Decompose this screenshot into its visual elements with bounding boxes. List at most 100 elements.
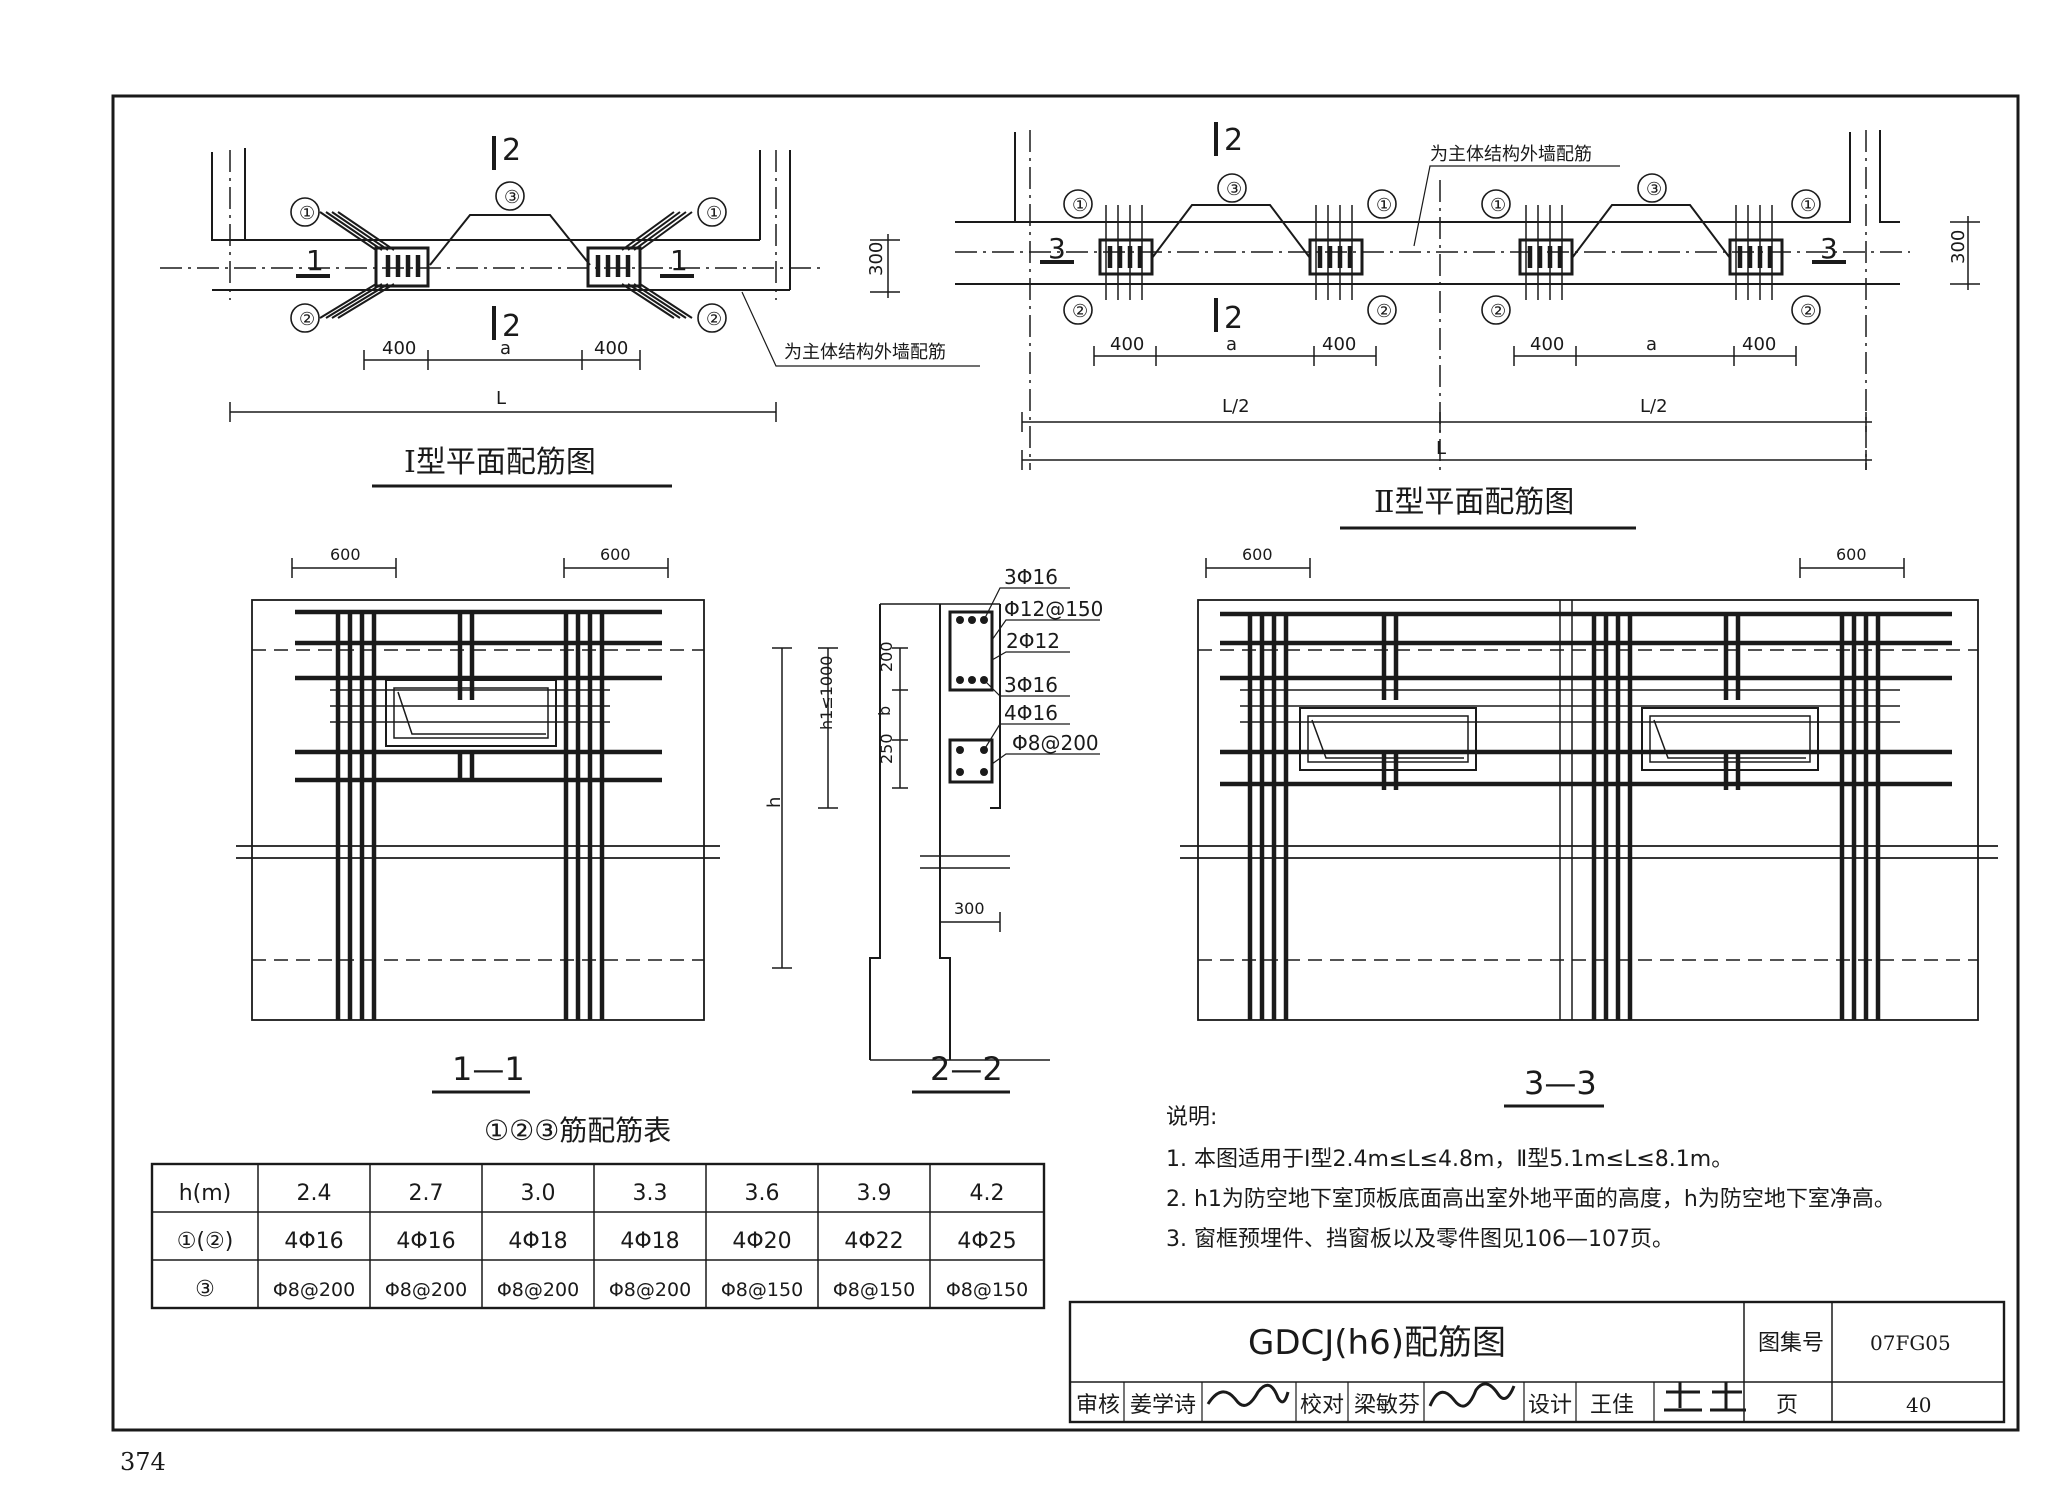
page-number-block: 40 [1906,1393,1931,1417]
section-mark-1: 1 [306,244,324,277]
reviewer-signature [1206,1383,1290,1407]
design-label: 设计 [1528,1393,1572,1418]
table-cell: 4Φ16 [396,1229,455,1254]
dim-300: 300 [866,242,887,276]
bubble-1: ① [1376,195,1392,216]
bubble-2: ② [1800,301,1816,322]
label-4phi16: 4Φ16 [1004,701,1058,725]
bubble-1: ① [1800,195,1816,216]
page-label: 页 [1776,1393,1798,1418]
dim-400: 400 [594,338,628,359]
table-header-cell: 3.9 [857,1181,892,1206]
section-3-3: 600 600 3—3 [1180,545,1998,1108]
dim-400: 400 [1110,334,1144,355]
table-header-cell: 3.6 [745,1181,780,1206]
table-cell: Φ8@150 [946,1279,1028,1301]
bubble-2: ② [706,309,722,330]
page-number: 374 [120,1448,166,1476]
drawing-border [111,94,2020,1432]
section-3-3-title: 3—3 [1524,1064,1597,1102]
dim-400: 400 [382,338,416,359]
section-mark-3: 3 [1820,232,1838,265]
dim-a: a [500,338,511,359]
table-header-cell: 3.3 [633,1181,668,1206]
table-cell: Φ8@200 [609,1279,691,1301]
table-header-cell: 4.2 [970,1181,1005,1206]
dim-L-half: L/2 [1222,396,1250,417]
section-mark-2: 2 [1224,123,1243,158]
section-mark-3: 3 [1048,232,1066,265]
bubble-3: ③ [1226,179,1242,200]
bubble-3: ③ [1646,179,1662,200]
dim-L: L [496,388,506,409]
section-2-2-title: 2—2 [930,1050,1003,1088]
section-mark-1: 1 [670,244,688,277]
dim-300: 300 [954,899,985,918]
bubble-2: ② [1376,301,1392,322]
table-cell: 4Φ22 [844,1229,903,1254]
dim-600: 600 [1242,545,1273,564]
plan2-title: Ⅱ型平面配筋图 [1374,485,1574,520]
designer-signature [1664,1382,1746,1412]
label-3phi16: 3Φ16 [1004,565,1058,589]
label-phi12-150: Φ12@150 [1004,597,1103,621]
table-cell: Φ8@150 [721,1279,803,1301]
dim-250: 250 [877,733,896,764]
section-mark-2: 2 [502,309,521,344]
bubble-1: ① [1490,195,1506,216]
designer-name: 王佳 [1590,1393,1634,1418]
table-cell: 4Φ25 [957,1229,1016,1254]
label-2phi12: 2Φ12 [1006,629,1060,653]
dim-a: a [1226,334,1237,355]
bubble-1: ① [299,203,315,224]
checker-signature [1428,1382,1516,1408]
leader-note: 为主体结构外墙配筋 [1430,144,1592,165]
label-phi8-200: Φ8@200 [1012,731,1099,755]
table-cell: ③ [195,1277,215,1302]
dim-400: 400 [1742,334,1776,355]
label-3phi16: 3Φ16 [1004,673,1058,697]
dim-600: 600 [330,545,361,564]
table-cell: 4Φ18 [620,1229,679,1254]
plan-type-1: ① ② ③ ① ② 2 2 1 1 300 400 a 400 L 为主体结构外… [160,133,980,488]
dim-200: 200 [877,641,896,672]
leader-note: 为主体结构外墙配筋 [784,342,946,363]
note-2: 2. h1为防空地下室顶板底面高出室外地平面的高度，h为防空地下室净高。 [1166,1187,1896,1212]
dim-600: 600 [600,545,631,564]
bubble-2: ② [299,309,315,330]
atlas-label: 图集号 [1758,1331,1824,1356]
dim-h1: h1≤1000 [817,656,836,730]
table-cell: 4Φ16 [284,1229,343,1254]
bubble-1: ① [706,203,722,224]
dim-600: 600 [1836,545,1867,564]
table-title: ①②③筋配筋表 [484,1114,671,1147]
dim-b: b [875,706,894,716]
section-1-1-title: 1—1 [452,1050,525,1088]
table-cell: 4Φ18 [508,1229,567,1254]
table-cell: Φ8@200 [273,1279,355,1301]
dim-400: 400 [1530,334,1564,355]
table-cell: Φ8@200 [497,1279,579,1301]
section-2-2: 3Φ16 Φ12@150 2Φ12 3Φ16 4Φ16 Φ8@200 200 b… [764,565,1103,1094]
notes-heading: 说明: [1166,1105,1217,1130]
table-cell: Φ8@200 [385,1279,467,1301]
dim-400: 400 [1322,334,1356,355]
table-cell: 4Φ20 [732,1229,791,1254]
bubble-1: ① [1072,195,1088,216]
dim-L: L [1436,438,1446,459]
table-header-cell: 3.0 [521,1181,556,1206]
plan-type-2: ① ② ③ ① ② ① ② ③ ① ② 2 2 3 3 为主体结构外墙配筋 30… [955,122,1980,530]
title-block: GDCJ(h6)配筋图 图集号 07FG05 页 40 审核 姜学诗 校对 梁敏… [1068,1300,2006,1424]
dim-h: h [764,797,785,808]
checker-name: 梁敏芬 [1354,1393,1420,1418]
bubble-2: ② [1072,301,1088,322]
check-label: 校对 [1300,1393,1344,1418]
section-1-1: 600 600 1—1 [236,545,720,1094]
table-header-cell: 2.7 [409,1181,444,1206]
dim-300: 300 [1948,230,1969,264]
note-3: 3. 窗框预埋件、挡窗板以及零件图见106—107页。 [1166,1227,1674,1252]
plan1-title: Ⅰ型平面配筋图 [404,445,596,480]
table-cell: Φ8@150 [833,1279,915,1301]
